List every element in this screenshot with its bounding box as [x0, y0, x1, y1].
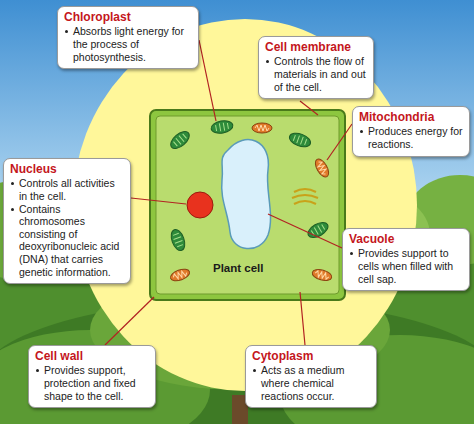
illustration-shape — [300, 292, 305, 345]
illustration-shape — [210, 119, 234, 135]
illustration-shape — [169, 228, 188, 253]
bullet-dot — [360, 130, 363, 133]
illustration-shape — [311, 268, 333, 283]
illustration-shape — [294, 201, 316, 204]
bullet-dot — [266, 60, 269, 63]
part-description: Controls the flow of materials in and ou… — [274, 55, 367, 93]
part-heading: Cell wall — [35, 349, 149, 363]
illustration-shape — [293, 134, 307, 146]
illustration-shape — [288, 131, 313, 150]
illustration-shape — [311, 268, 333, 283]
chloroplasts — [168, 119, 331, 252]
illustration-shape — [268, 214, 342, 248]
illustration-shape — [294, 189, 316, 192]
bullet-dot — [36, 369, 39, 372]
illustration-shape — [168, 128, 193, 151]
illustration-shape — [169, 267, 191, 283]
illustration-shape — [252, 123, 272, 133]
part-heading: Nucleus — [10, 162, 124, 176]
part-description: Produces energy for reactions. — [368, 125, 463, 150]
golgi-body — [292, 189, 318, 204]
part-heading: Mitochondria — [359, 110, 463, 124]
illustration-shape — [288, 131, 313, 150]
illustration-shape — [131, 198, 186, 204]
cell-wall — [150, 110, 345, 300]
illustration-shape — [300, 101, 318, 115]
illustration-title: Plant cell — [213, 262, 264, 274]
part-description: Absorbs light energy for the process of … — [73, 25, 192, 63]
illustration-shape — [316, 160, 328, 175]
part-description: Contains chromosomes consisting of deoxy… — [19, 203, 124, 279]
bullet-dot — [65, 30, 68, 33]
part-description: Provides support to cells when filled wi… — [358, 247, 463, 285]
illustration-shape — [327, 124, 352, 160]
part-description: Provides support, protection and fixed s… — [44, 364, 149, 402]
bullet-dot — [11, 208, 14, 211]
illustration-shape — [215, 122, 228, 132]
bullet-dot — [253, 369, 256, 372]
part-heading: Cytoplasm — [252, 349, 370, 363]
callout-box: Cell wallProvides support, protection an… — [28, 345, 156, 408]
callout-box: MitochondriaProduces energy for reaction… — [352, 106, 470, 157]
illustration-shape — [199, 40, 216, 121]
illustration-shape — [168, 128, 193, 151]
bullet-dot — [350, 252, 353, 255]
bullet-dot — [11, 182, 14, 185]
callout-box: NucleusControls all activities in the ce… — [3, 158, 131, 284]
vacuole — [222, 140, 271, 249]
illustration-shape — [169, 267, 191, 283]
illustration-shape — [173, 133, 187, 147]
illustration-shape — [105, 297, 154, 345]
illustration-shape — [313, 157, 332, 179]
callout-box: VacuoleProvides support to cells when fi… — [342, 228, 470, 291]
illustration-shape — [255, 125, 269, 131]
illustration-shape — [210, 119, 234, 135]
part-description: Controls all activities in the cell. — [19, 177, 124, 202]
cell-membrane — [156, 116, 339, 294]
callout-box: ChloroplastAbsorbs light energy for the … — [57, 6, 199, 69]
part-heading: Vacuole — [349, 232, 463, 246]
illustration-shape — [314, 270, 329, 279]
illustration-shape — [252, 123, 272, 133]
illustration-shape — [172, 233, 184, 247]
illustration-shape — [172, 270, 187, 280]
mitochondria — [169, 123, 333, 283]
illustration-shape — [169, 228, 188, 253]
part-description: Acts as a medium where chemical reaction… — [261, 364, 370, 402]
part-heading: Chloroplast — [64, 10, 192, 24]
illustration-shape — [313, 157, 332, 179]
illustration-shape — [292, 195, 318, 198]
callout-box: CytoplasmActs as a medium where chemical… — [245, 345, 377, 408]
callout-box: Cell membraneControls the flow of materi… — [258, 36, 374, 99]
part-heading: Cell membrane — [265, 40, 367, 54]
nucleus — [187, 192, 213, 218]
